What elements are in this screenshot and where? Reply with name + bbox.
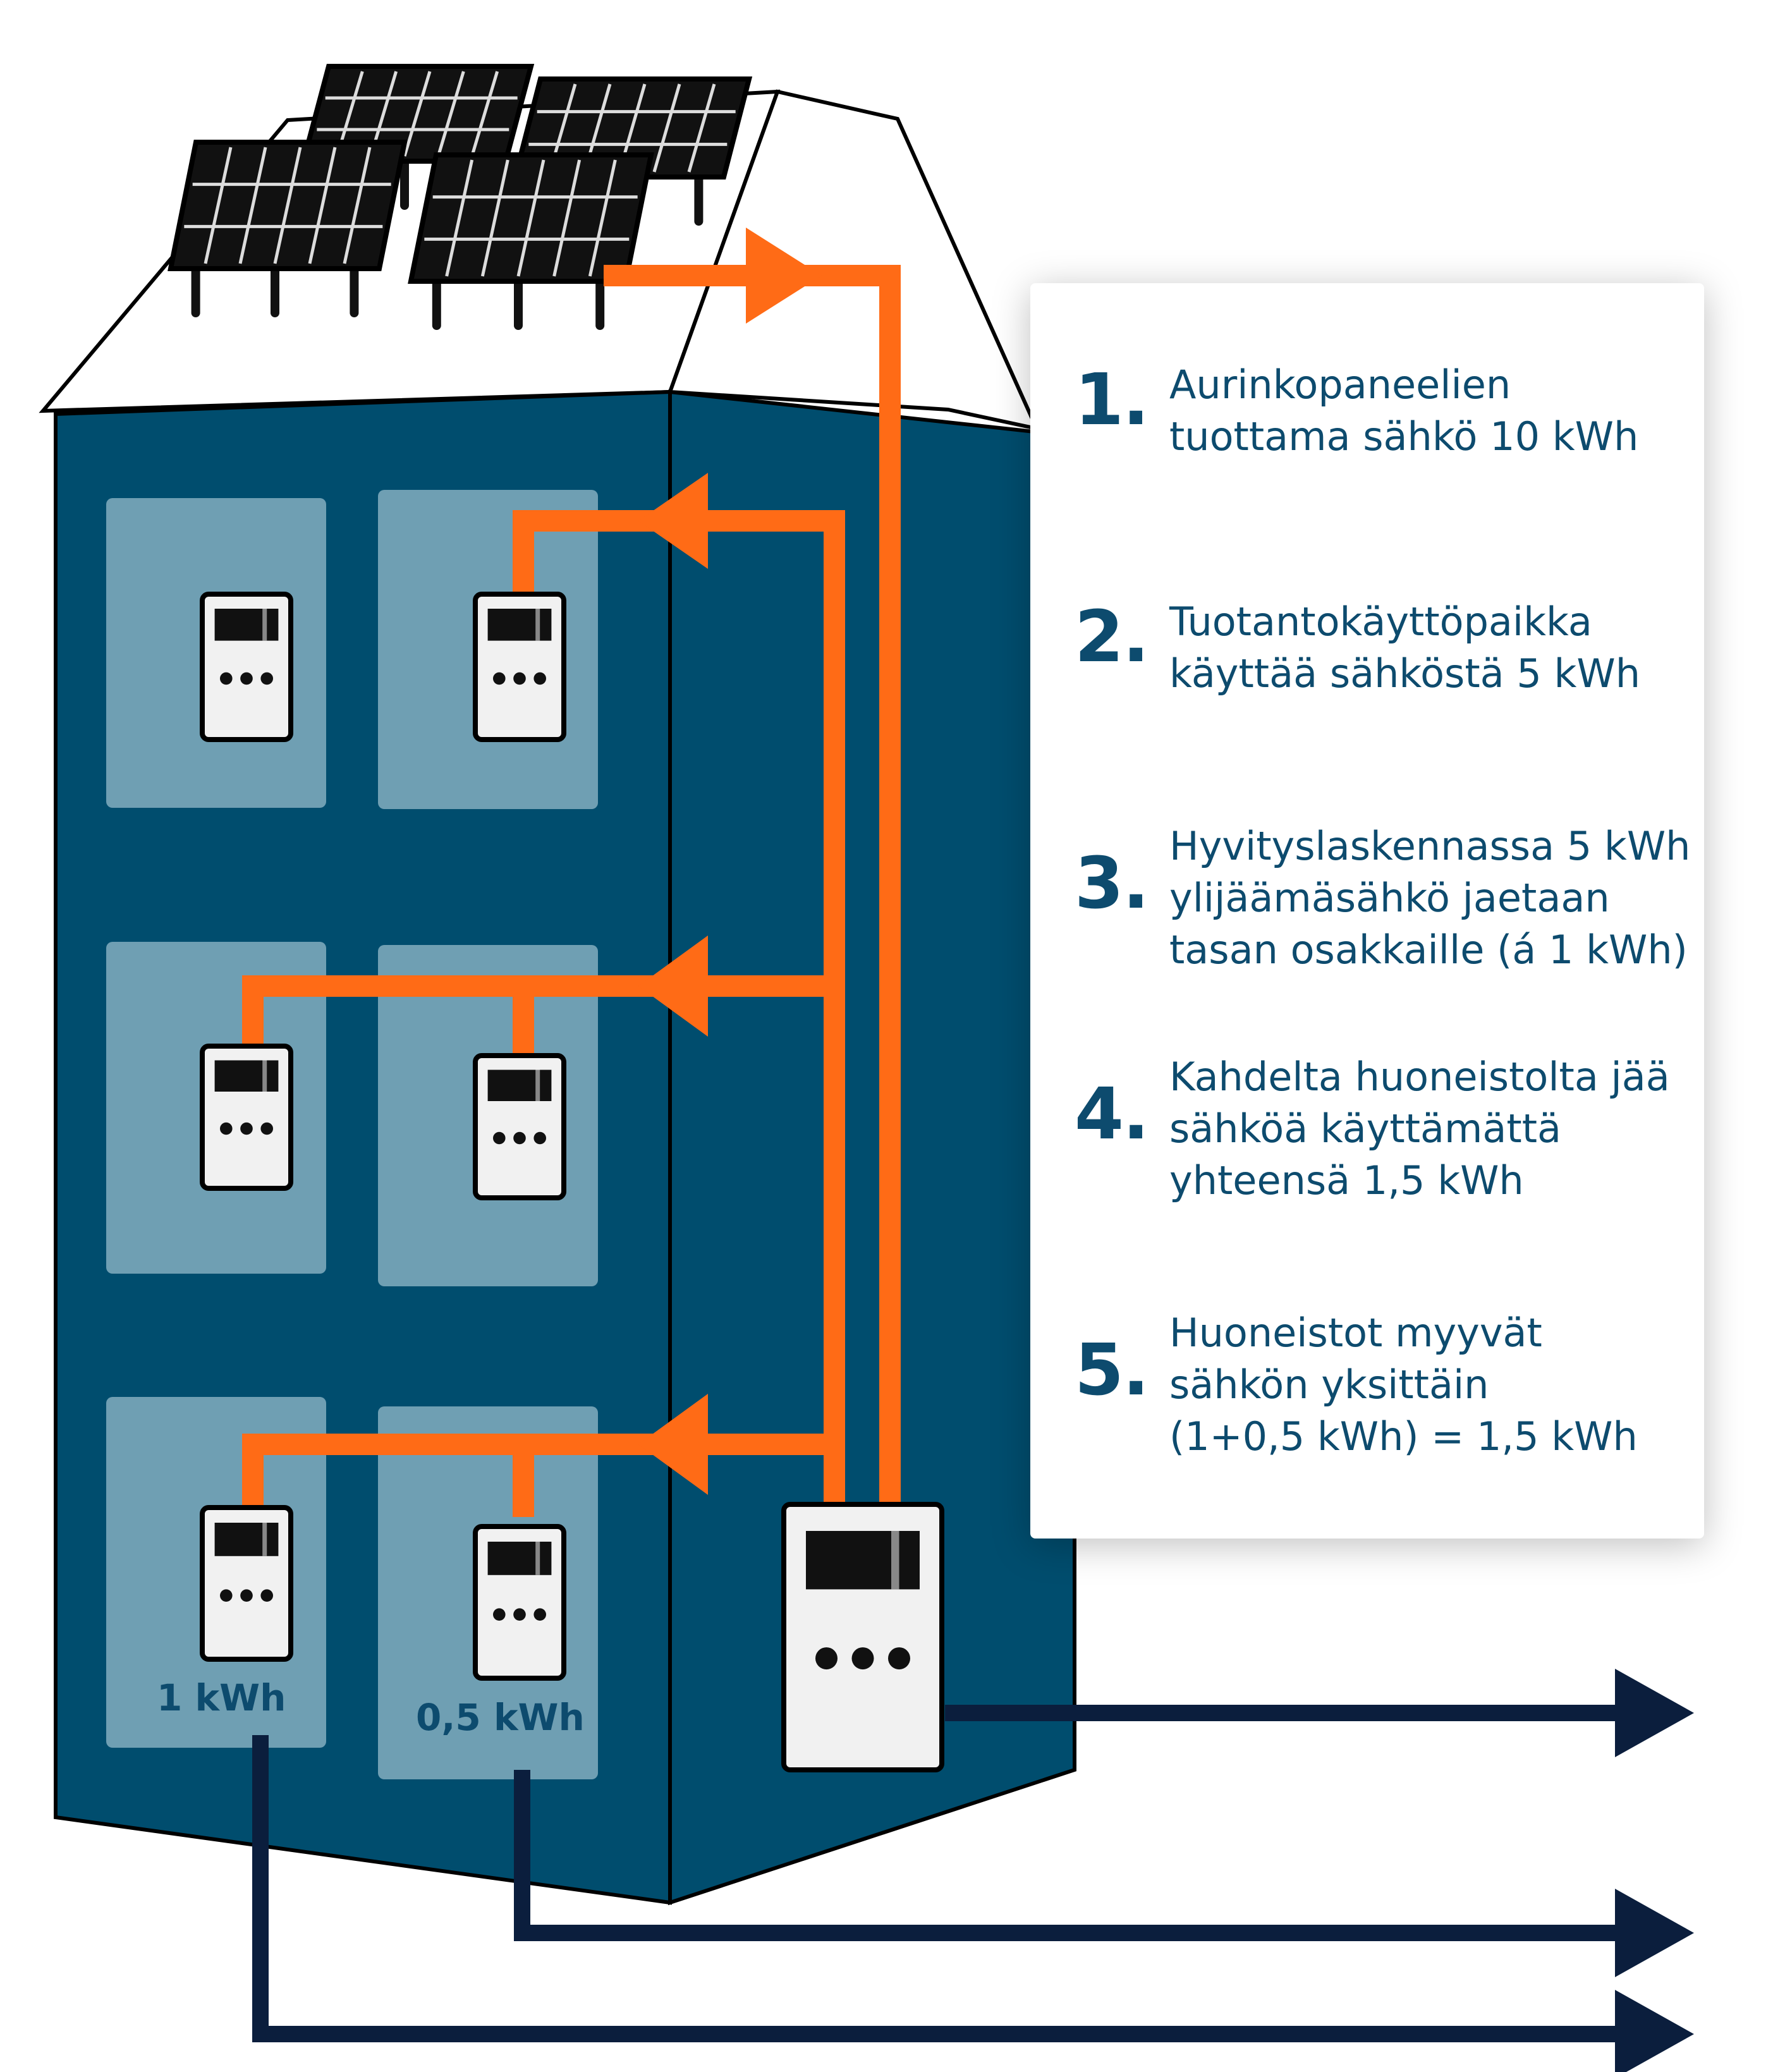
arrow-left-icon (638, 1394, 708, 1495)
step-text: Kahdelta huoneistolta jää sähköä käyttäm… (1169, 1051, 1713, 1207)
solar-panels (168, 64, 753, 330)
arrow-left-icon (638, 473, 708, 569)
step-text: Hyvityslaskennassa 5 kWh ylijäämäsähkö j… (1169, 820, 1713, 976)
arrow-right-icon (1615, 1990, 1694, 2072)
electricity-meter-icon (781, 1502, 944, 1772)
solar-arrowheads (638, 228, 822, 1495)
step-line: ylijäämäsähkö jaetaan (1169, 875, 1610, 921)
electricity-meter-icon (200, 1044, 293, 1191)
step-line: yhteensä 1,5 kWh (1169, 1157, 1524, 1204)
electricity-meter-icon (473, 1524, 566, 1681)
arrow-right-icon (1615, 1669, 1694, 1757)
step-line: sähköä käyttämättä (1169, 1106, 1562, 1152)
step-line: tuottama sähkö 10 kWh (1169, 413, 1639, 460)
step-text: Aurinkopaneelien tuottama sähkö 10 kWh (1169, 359, 1713, 463)
step-line: Hyvityslaskennassa 5 kWh (1169, 823, 1691, 869)
electricity-meter-icon (473, 1053, 566, 1200)
meters (200, 592, 944, 1772)
flow-main-line (604, 265, 901, 1504)
step-line: Aurinkopaneelien (1169, 362, 1511, 408)
step-line: Tuotantokäyttöpaikka (1169, 599, 1592, 645)
sale-flow (252, 1705, 1643, 2042)
step-number: 4. (1075, 1073, 1149, 1155)
arrow-right-icon (746, 228, 822, 324)
step-text: Huoneistot myyvät sähkön yksittäin (1+0,… (1169, 1307, 1713, 1463)
sale-line-right-meter (514, 1770, 1643, 1941)
solar-panel-icon (168, 140, 408, 317)
step-line: Huoneistot myyvät (1169, 1310, 1542, 1356)
step-line: sähkön yksittäin (1169, 1362, 1489, 1408)
sale-line-left-meter (252, 1735, 1643, 2042)
arrow-left-icon (638, 935, 708, 1037)
sale-arrowheads (1615, 1669, 1694, 2072)
step-number: 1. (1075, 359, 1149, 441)
step-number: 3. (1075, 843, 1149, 925)
step-line: käyttää sähköstä 5 kWh (1169, 650, 1640, 697)
step-line: Kahdelta huoneistolta jää (1169, 1054, 1670, 1100)
meter-label-left: 1 kWh (157, 1676, 286, 1719)
arrow-right-icon (1615, 1889, 1694, 1977)
building-side (668, 389, 1076, 1906)
electricity-meter-icon (473, 592, 566, 742)
electricity-meter-icon (200, 592, 293, 742)
roof-side (667, 89, 1040, 432)
step-line: (1+0,5 kWh) = 1,5 kWh (1169, 1413, 1638, 1460)
step-text: Tuotantokäyttöpaikka käyttää sähköstä 5 … (1169, 596, 1713, 700)
step-number: 2. (1075, 596, 1149, 678)
step-line: tasan osakkaille (á 1 kWh) (1169, 927, 1688, 973)
meter-label-right: 0,5 kWh (416, 1696, 585, 1739)
step-number: 5. (1075, 1329, 1149, 1411)
info-card: 1. Aurinkopaneelien tuottama sähkö 10 kW… (1030, 283, 1704, 1539)
electricity-meter-icon (200, 1505, 293, 1662)
